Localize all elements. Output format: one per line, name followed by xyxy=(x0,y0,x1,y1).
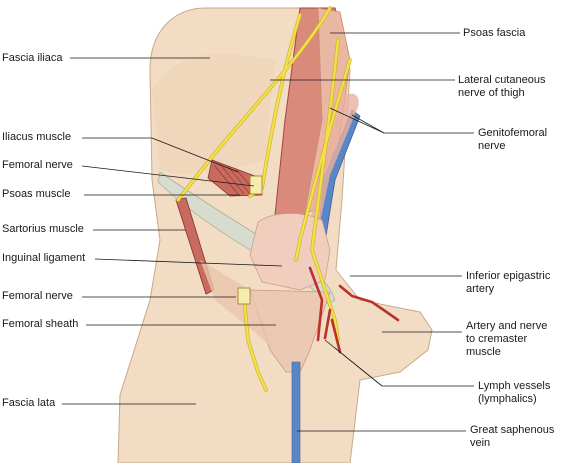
lymph-vessels-lines xyxy=(269,235,309,293)
label-iliacus-muscle: Iliacus muscle xyxy=(2,131,72,143)
fascia-iliaca-region xyxy=(152,53,275,175)
label-lymph-vessels-line1: Lymph vessels xyxy=(478,380,551,392)
label-lymph-vessels-line2: (lymphalics) xyxy=(478,393,537,405)
label-lateral-cutaneous-nerve-line2: nerve of thigh xyxy=(458,87,525,99)
great-saphenous-vein-shape xyxy=(291,361,301,464)
iliac-vessel-sheath xyxy=(308,93,359,232)
leader-lines-left xyxy=(62,57,283,405)
label-sartorius-muscle: Sartorius muscle xyxy=(2,223,84,235)
label-inferior-epigastric-artery-line2: artery xyxy=(466,283,495,295)
label-artery-nerve-cremaster-line1: Artery and nerve xyxy=(466,320,548,332)
iliacus-muscle-shape xyxy=(207,159,263,197)
label-inferior-epigastric-artery-line1: Inferior epigastric xyxy=(466,270,551,282)
label-fascia-lata: Fascia lata xyxy=(2,397,56,409)
label-femoral-nerve-lower: Femoral nerve xyxy=(2,290,73,302)
label-artery-nerve-cremaster-line3: muscle xyxy=(466,346,501,358)
label-femoral-sheath: Femoral sheath xyxy=(2,318,79,330)
label-genitofemoral-nerve-line2: nerve xyxy=(478,140,506,152)
label-genitofemoral-nerve-line1: Genitofemoral xyxy=(478,127,548,139)
label-femoral-nerve-upper: Femoral nerve xyxy=(2,159,73,171)
label-lateral-cutaneous-nerve-line1: Lateral cutaneous xyxy=(458,74,546,86)
leader-lines-right xyxy=(270,32,474,432)
femoral-triangle-fascia xyxy=(200,260,275,350)
label-artery-nerve-cremaster-line2: to cremaster xyxy=(466,333,528,345)
femoral-nerve-cut-upper xyxy=(249,175,263,195)
label-psoas-fascia: Psoas fascia xyxy=(463,27,526,39)
femoral-nerve-cut-lower xyxy=(237,287,251,305)
arteries xyxy=(308,266,400,354)
label-great-saphenous-vein-line2: vein xyxy=(470,437,491,449)
deep-inguinal-region xyxy=(249,213,331,291)
label-psoas-muscle: Psoas muscle xyxy=(2,188,71,200)
label-inguinal-ligament: Inguinal ligament xyxy=(2,252,86,264)
label-fascia-iliaca: Fascia iliaca xyxy=(2,52,63,64)
label-great-saphenous-vein-line1: Great saphenous xyxy=(470,424,555,436)
